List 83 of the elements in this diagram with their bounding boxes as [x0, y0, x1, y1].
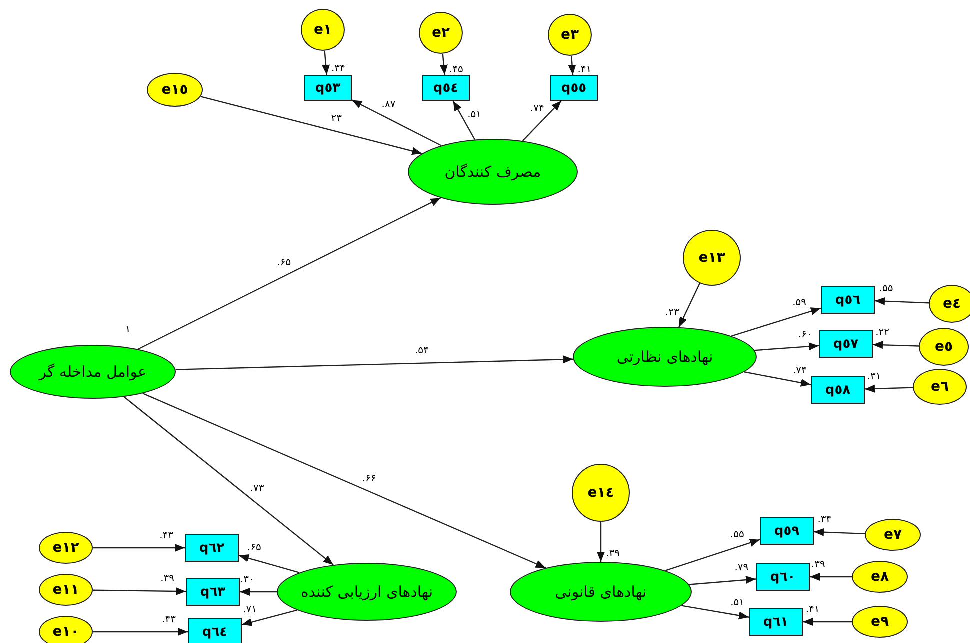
arrow — [814, 528, 866, 536]
edge-label: .۴۵ — [448, 64, 464, 76]
edge-label: .۶۵ — [276, 257, 292, 268]
arrow — [754, 342, 820, 352]
arrow — [352, 100, 442, 146]
edge-label: .۶۰ — [797, 329, 814, 340]
arrow — [872, 341, 920, 350]
edge-label: .۷۴ — [529, 103, 546, 114]
error-circle: e١٢ — [39, 532, 93, 564]
error-circle: e١٥ — [147, 73, 203, 107]
arrow — [810, 573, 852, 581]
arrow — [240, 588, 277, 596]
arrow — [452, 100, 476, 140]
indicator-box: q٦٤ — [188, 618, 242, 643]
edge-label: .۳۹ — [605, 548, 621, 560]
edge-label: .۴۳ — [161, 614, 177, 626]
error-circle: e٨ — [852, 561, 908, 593]
edge-label: .۴۱ — [804, 604, 821, 616]
edge-label: .۴۳ — [158, 530, 175, 542]
arrow — [731, 308, 822, 337]
arrow — [568, 56, 576, 76]
edge-label: .۲۳ — [664, 308, 680, 319]
error-circle: e٣ — [548, 14, 592, 56]
edge-label: .۷۴ — [792, 365, 808, 376]
arrow — [597, 522, 605, 562]
error-circle: e١٠ — [39, 616, 93, 643]
error-circle: e١٣ — [683, 230, 741, 286]
arrow — [176, 356, 574, 370]
error-circle: e٥ — [919, 328, 969, 366]
error-circle: e١٤ — [572, 464, 630, 522]
latent-ellipse: نهادهای قانونی — [510, 562, 692, 622]
arrow — [92, 588, 186, 596]
error-circle: e٦ — [913, 369, 967, 405]
edge-label: .۵۹ — [792, 297, 808, 308]
error-circle: e١١ — [39, 574, 93, 606]
latent-ellipse: مصرف کنندگان — [408, 139, 578, 205]
arrow — [200, 96, 422, 156]
indicator-box: q٥٦ — [821, 286, 875, 314]
latent-ellipse: نهادهای نظارتی — [573, 327, 757, 387]
arrow — [124, 396, 334, 566]
indicator-box: q٥٥ — [550, 75, 598, 101]
arrow — [689, 576, 756, 586]
indicator-box: q٥٨ — [811, 376, 865, 404]
latent-ellipse: عوامل مداخله گر — [10, 345, 176, 399]
indicator-box: q٥٧ — [819, 330, 873, 358]
edge-label: .۳۰ — [239, 574, 256, 586]
arrow — [238, 554, 300, 574]
arrow — [322, 50, 330, 76]
edge-label: .۳۱ — [866, 371, 882, 382]
arrow — [522, 100, 562, 142]
arrow — [803, 618, 852, 626]
variance-label: ۱ — [124, 324, 132, 336]
arrow — [874, 297, 930, 306]
edge-label: .۵۱ — [466, 109, 483, 120]
indicator-box: q٦٣ — [186, 578, 240, 606]
edge-label: .۷۳ — [249, 483, 266, 494]
edge-label: .۶۵ — [246, 542, 262, 554]
edge-label: .۶۶ — [361, 473, 378, 484]
indicator-box: q٦٢ — [185, 534, 239, 562]
arrow — [864, 384, 914, 393]
error-circle: e٤ — [929, 285, 970, 323]
error-circle: e٧ — [865, 519, 921, 551]
indicator-box: q٥٩ — [760, 517, 814, 545]
arrow — [93, 628, 188, 636]
arrow — [142, 393, 546, 569]
arrow — [678, 283, 700, 328]
arrow — [665, 539, 760, 572]
error-circle: e٩ — [852, 606, 908, 638]
error-circle: e١ — [301, 9, 345, 51]
edge-label: .۵۵ — [729, 529, 746, 540]
arrow — [242, 610, 298, 626]
error-circle: e٢ — [419, 12, 463, 54]
arrow — [138, 198, 442, 350]
latent-ellipse: نهادهای ارزیابی کننده — [277, 563, 457, 621]
arrow — [440, 54, 448, 76]
arrow — [682, 605, 750, 620]
indicator-box: q٦١ — [749, 608, 803, 636]
indicator-box: q٥٣ — [304, 75, 352, 101]
arrow — [93, 544, 185, 552]
indicator-box: q٦٠ — [756, 563, 810, 591]
indicator-box: q٥٤ — [422, 75, 470, 101]
edge-label: .۳۹ — [810, 560, 826, 570]
arrow — [744, 372, 812, 387]
